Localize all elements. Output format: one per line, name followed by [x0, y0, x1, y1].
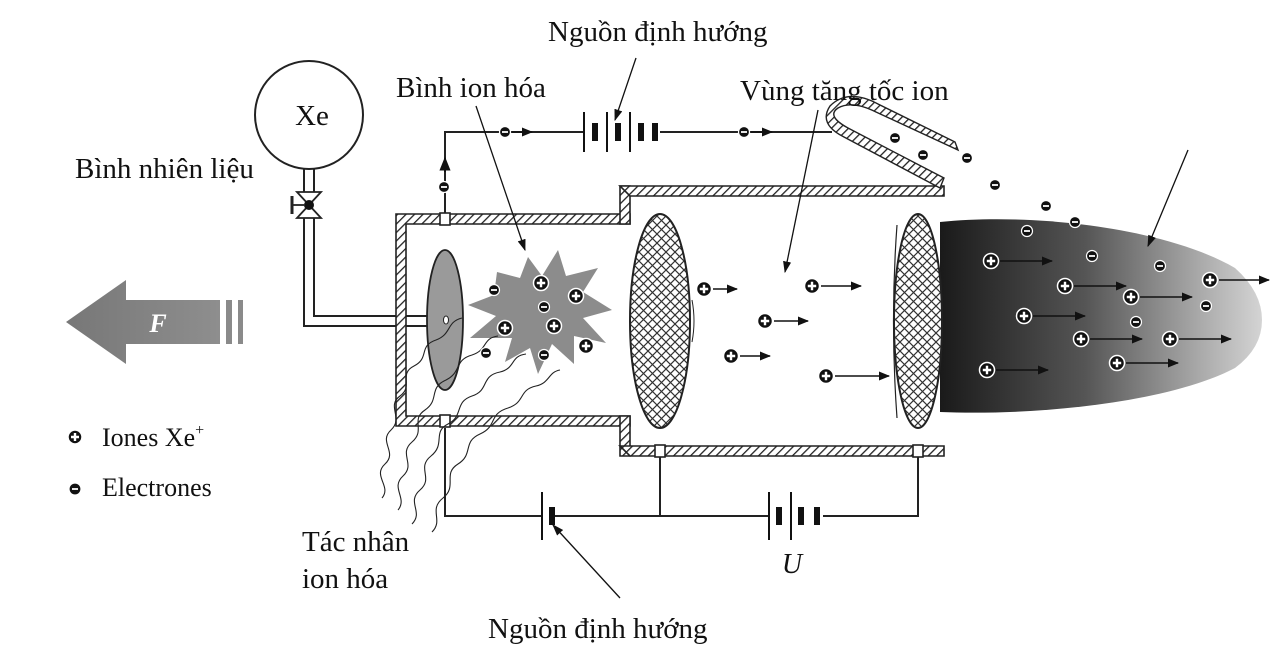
- ion-particle: [1072, 330, 1090, 348]
- ionizing-agent-label-line2: ion hóa: [302, 563, 388, 595]
- electron-particle: [916, 148, 930, 162]
- ion-particle: [695, 280, 713, 298]
- first-grid: [629, 213, 691, 429]
- ion-particle: [756, 312, 774, 330]
- ion-particle: [1122, 288, 1140, 306]
- electron-particle: [1199, 299, 1213, 313]
- legend-ions-sup: +: [195, 422, 204, 439]
- thrust-force-arrow: F: [66, 280, 243, 364]
- electron-particle: [479, 346, 493, 360]
- electron-particle: [1085, 249, 1099, 263]
- fuel-tank: Xe: [254, 60, 364, 170]
- fuel-tank-gas-label: Xe: [295, 100, 329, 132]
- ion-particle: [1108, 354, 1126, 372]
- top-source-label: Nguồn định hướng: [548, 16, 768, 48]
- wire-electron-flow: [437, 125, 774, 194]
- ion-particle: [803, 277, 821, 295]
- legend: Iones Xe+ Electrones: [67, 422, 212, 502]
- plasma-plume: [940, 219, 1262, 413]
- electron-particle: [1129, 315, 1143, 329]
- ion-particle: [496, 319, 514, 337]
- electron-particle: [1068, 215, 1082, 229]
- feed-pipe: [303, 169, 430, 327]
- legend-ion-icon: [67, 429, 83, 445]
- electron-particle: [1039, 199, 1053, 213]
- voltage-battery-icon: [768, 492, 820, 540]
- ion-particle: [1015, 307, 1033, 325]
- ionization-chamber-label: Bình ion hóa: [396, 72, 546, 104]
- force-label: F: [148, 309, 166, 338]
- legend-ions-label: Iones Xe+: [102, 422, 204, 452]
- fuel-tank-label: Bình nhiên liệu: [75, 153, 254, 185]
- particles-layer: [479, 131, 1271, 385]
- ion-particle: [532, 274, 550, 292]
- ion-particle: [545, 317, 563, 335]
- chamber-walls: [395, 185, 945, 457]
- ion-particle: [722, 347, 740, 365]
- valve-icon: [290, 191, 324, 219]
- electron-particle: [960, 151, 974, 165]
- electron-particle: [1153, 259, 1167, 273]
- legend-ions-text: Iones Xe: [102, 423, 195, 452]
- bottom-left-battery-icon: [541, 492, 555, 540]
- ionization-spark: [468, 250, 612, 374]
- ion-particle: [1161, 330, 1179, 348]
- electron-particle: [1020, 224, 1034, 238]
- ionizing-waves: [379, 317, 561, 533]
- ion-particle: [978, 361, 996, 379]
- ion-particle: [577, 337, 595, 355]
- electron-particle: [487, 283, 501, 297]
- voltage-label: U: [782, 549, 804, 580]
- pointer-lines: [475, 57, 1189, 599]
- ion-particle: [567, 287, 585, 305]
- ion-particle: [1201, 271, 1219, 289]
- top-battery-icon: [583, 112, 658, 152]
- neutralizer-tube: [825, 95, 960, 189]
- legend-electrons-label: Electrones: [102, 473, 212, 502]
- electron-particle: [888, 131, 902, 145]
- acceleration-zone-label: Vùng tăng tốc ion: [740, 75, 949, 107]
- ion-particle: [817, 367, 835, 385]
- ionizing-agent-label-line1: Tác nhân: [302, 526, 410, 558]
- bottom-source-label: Nguồn định hướng: [488, 613, 708, 645]
- legend-electron-icon: [68, 482, 82, 496]
- electron-particle: [537, 348, 551, 362]
- electron-particle: [988, 178, 1002, 192]
- ion-particle: [982, 252, 1000, 270]
- second-grid: [893, 213, 943, 429]
- electron-particle: [537, 300, 551, 314]
- ion-particle: [1056, 277, 1074, 295]
